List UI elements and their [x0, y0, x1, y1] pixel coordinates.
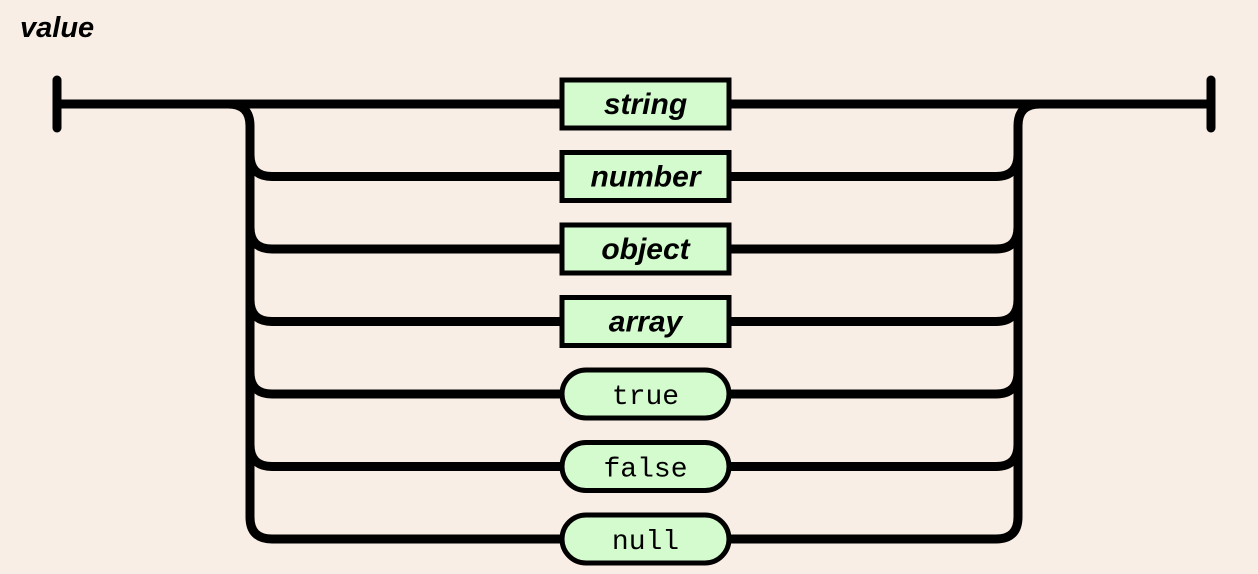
alternative-string: string	[559, 77, 732, 131]
nonterminal-box-string	[559, 77, 732, 131]
alternative-label-null: null	[612, 527, 679, 558]
right-rail	[1013, 99, 1045, 522]
branch-left-number	[245, 150, 567, 181]
branch-right-number	[724, 150, 1023, 181]
diagram-title: value	[20, 12, 95, 44]
branch-left-false	[245, 440, 567, 471]
alternative-label-string: string	[604, 88, 687, 121]
alternative-false: false	[559, 440, 732, 493]
alternative-null: null	[559, 512, 732, 566]
branch-right-true	[724, 367, 1023, 399]
terminal-box-true	[559, 367, 732, 421]
branch-right-false	[724, 440, 1023, 471]
branch-left-null	[245, 512, 567, 544]
alternative-label-number: number	[590, 161, 702, 194]
alternative-object: object	[559, 222, 732, 276]
branch-right-array	[724, 295, 1023, 326]
alternative-label-array: array	[609, 306, 684, 339]
branch-right-null	[724, 512, 1023, 544]
alternative-true: true	[559, 367, 732, 421]
alternative-number: number	[559, 150, 732, 203]
terminal-box-null	[559, 512, 732, 566]
left-rail	[223, 99, 255, 522]
alternative-array: array	[559, 295, 732, 348]
alternative-label-true: true	[612, 382, 679, 413]
branch-left-object	[245, 222, 567, 254]
nonterminal-box-number	[559, 150, 732, 203]
branch-right-object	[724, 222, 1023, 254]
nonterminal-box-object	[559, 222, 732, 276]
terminal-box-false	[559, 440, 732, 493]
branch-left-true	[245, 367, 567, 399]
branches	[223, 99, 1045, 544]
alternative-label-object: object	[601, 233, 691, 266]
alternative-boxes: string number object array true false null	[559, 77, 732, 566]
alternative-label-false: false	[603, 455, 687, 486]
nonterminal-box-array	[559, 295, 732, 348]
branch-left-array	[245, 295, 567, 326]
